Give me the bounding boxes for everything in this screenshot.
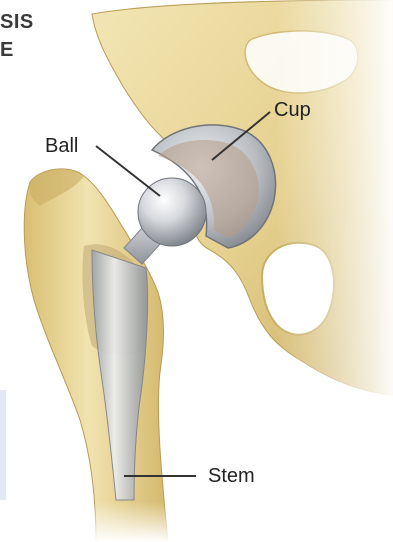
- stem-label: Stem: [208, 464, 255, 488]
- cropped-title-line-2: E: [0, 38, 14, 62]
- ball-label: Ball: [45, 134, 78, 158]
- cropped-title-line-1: SIS: [0, 10, 34, 34]
- cup-label: Cup: [274, 98, 311, 122]
- femoral-ball: [138, 178, 206, 246]
- side-panel-edge: [0, 390, 6, 500]
